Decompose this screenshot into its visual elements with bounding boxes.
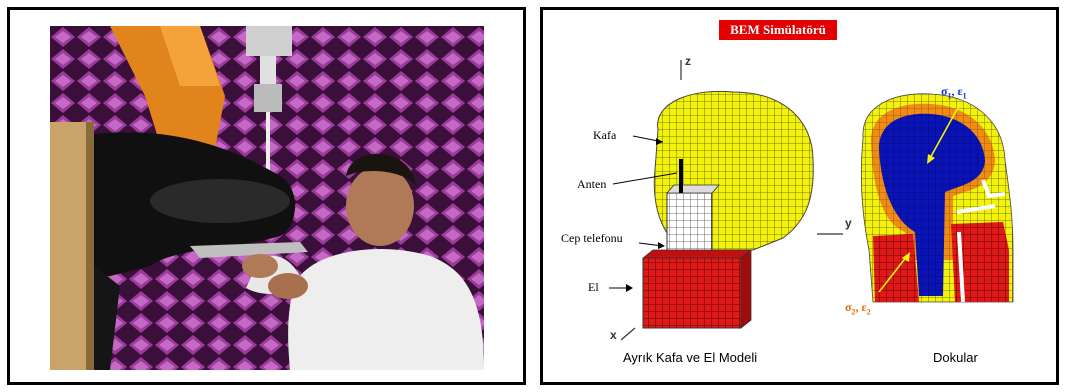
x-axis-line: [621, 328, 635, 340]
x-axis-label: x: [610, 328, 617, 342]
sigma2-epsilon2-label: σ2, ε2: [845, 300, 871, 316]
left-photo-frame: [7, 7, 526, 385]
hand-model: [643, 258, 741, 328]
sigma1-epsilon1-label: σ1, ε1: [941, 84, 967, 100]
tissue-cross-section: [861, 94, 1013, 302]
label-anten: Anten: [577, 177, 606, 192]
sar-measurement-photo: [50, 26, 484, 370]
bem-model-drawing: [543, 10, 1056, 382]
phone-model: [667, 193, 712, 257]
z-axis-label: z: [685, 54, 691, 68]
label-cep-telefonu: Cep telefonu: [561, 231, 623, 246]
caption-tissues: Dokular: [933, 350, 978, 365]
y-axis-label: y: [845, 216, 852, 230]
caption-model: Ayrık Kafa ve El Modeli: [623, 350, 757, 365]
label-kafa: Kafa: [593, 128, 616, 143]
label-el: El: [588, 280, 599, 295]
antenna-model: [679, 159, 683, 193]
bem-simulation-frame: BEM Simülatörü: [540, 7, 1059, 385]
